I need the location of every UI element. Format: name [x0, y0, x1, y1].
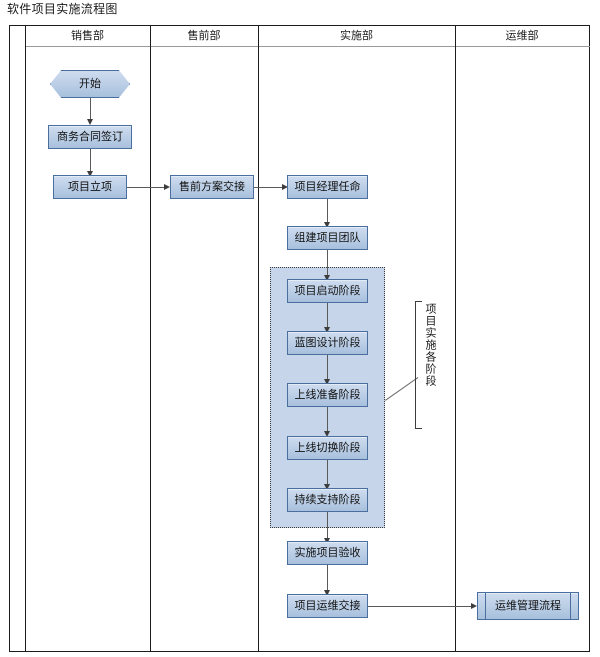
lane-divider-3	[455, 25, 456, 652]
node-phase-cutover[interactable]: 上线切换阶段	[287, 436, 368, 460]
connector-contract-setup	[90, 149, 91, 173]
arrowhead-handover-ops	[471, 602, 477, 609]
node-phase-support[interactable]: 持续支持阶段	[287, 488, 368, 512]
node-ops-process[interactable]: 运维管理流程	[477, 592, 579, 620]
arrowhead-blueprint-prelaunch	[323, 379, 330, 385]
node-start[interactable]: 开始	[50, 70, 130, 98]
arrowhead-acceptance-handover	[323, 590, 330, 596]
connector-presales-pm	[254, 187, 285, 188]
arrowhead-kickoff-blueprint	[323, 327, 330, 333]
arrowhead-team-kickoff	[323, 275, 330, 281]
arrowhead-presales-pm	[282, 183, 288, 190]
connector-start-contract	[90, 98, 91, 121]
lane-header-implementation: 实施部	[340, 30, 373, 42]
connector-cutover-support	[327, 460, 328, 486]
lane-header-divider	[25, 46, 590, 47]
arrowhead-pm-team	[323, 222, 330, 228]
arrowhead-start-contract	[86, 119, 93, 125]
node-ops-handover[interactable]: 项目运维交接	[287, 594, 368, 618]
node-project-setup[interactable]: 项目立项	[53, 175, 127, 199]
arrowhead-setup-presales	[164, 183, 170, 190]
node-contract-label: 商务合同签订	[57, 130, 123, 143]
node-phase-cutover-label: 上线切换阶段	[294, 441, 361, 454]
arrowhead-prelaunch-cutover	[323, 431, 330, 437]
node-acceptance-label: 实施项目验收	[294, 546, 361, 559]
connector-blueprint-prelaunch	[327, 355, 328, 381]
node-phase-prelaunch-label: 上线准备阶段	[294, 388, 361, 401]
node-phase-kickoff[interactable]: 项目启动阶段	[287, 279, 368, 303]
lane-header-operations: 运维部	[505, 30, 539, 42]
connector-pm-team	[327, 199, 328, 224]
node-acceptance[interactable]: 实施项目验收	[287, 541, 368, 565]
lane-divider-1	[150, 25, 151, 652]
connector-prelaunch-cutover	[327, 407, 328, 433]
lane-header-presales: 售前部	[187, 30, 221, 42]
connector-team-kickoff	[327, 250, 328, 277]
node-pm-appointment-label: 项目经理任命	[294, 180, 361, 193]
lane-divider-2	[258, 25, 259, 652]
connector-support-acceptance	[327, 512, 328, 540]
node-contract[interactable]: 商务合同签订	[48, 125, 132, 149]
node-phase-blueprint[interactable]: 蓝图设计阶段	[287, 331, 368, 355]
arrowhead-contract-setup	[86, 171, 93, 177]
lane-divider-0	[25, 25, 26, 652]
node-start-label: 开始	[79, 77, 101, 90]
node-phase-kickoff-label: 项目启动阶段	[294, 284, 361, 297]
node-phase-blueprint-label: 蓝图设计阶段	[294, 336, 361, 349]
hexagon-shape	[50, 70, 130, 98]
node-team-building-label: 组建项目团队	[294, 231, 361, 244]
annotation-phase-group-label: 项目实施各阶段	[424, 303, 436, 387]
node-project-setup-label: 项目立项	[68, 180, 112, 193]
node-presales-handover[interactable]: 售前方案交接	[170, 175, 254, 199]
node-phase-support-label: 持续支持阶段	[294, 493, 361, 506]
predefined-process-left-bar	[485, 592, 486, 620]
annotation-bracket	[415, 301, 422, 429]
node-presales-handover-label: 售前方案交接	[179, 180, 245, 193]
connector-kickoff-blueprint	[327, 303, 328, 329]
connector-setup-presales	[127, 187, 166, 188]
connector-acceptance-handover	[327, 565, 328, 592]
node-team-building[interactable]: 组建项目团队	[287, 226, 368, 250]
predefined-process-right-bar	[570, 592, 571, 620]
node-ops-process-label: 运维管理流程	[495, 599, 561, 612]
page-title: 软件项目实施流程图	[7, 2, 118, 16]
connector-handover-ops	[368, 606, 473, 607]
node-phase-prelaunch[interactable]: 上线准备阶段	[287, 383, 368, 407]
arrowhead-cutover-support	[323, 484, 330, 490]
node-pm-appointment[interactable]: 项目经理任命	[287, 175, 368, 199]
lane-header-sales: 销售部	[71, 30, 104, 42]
node-ops-handover-label: 项目运维交接	[294, 599, 361, 612]
